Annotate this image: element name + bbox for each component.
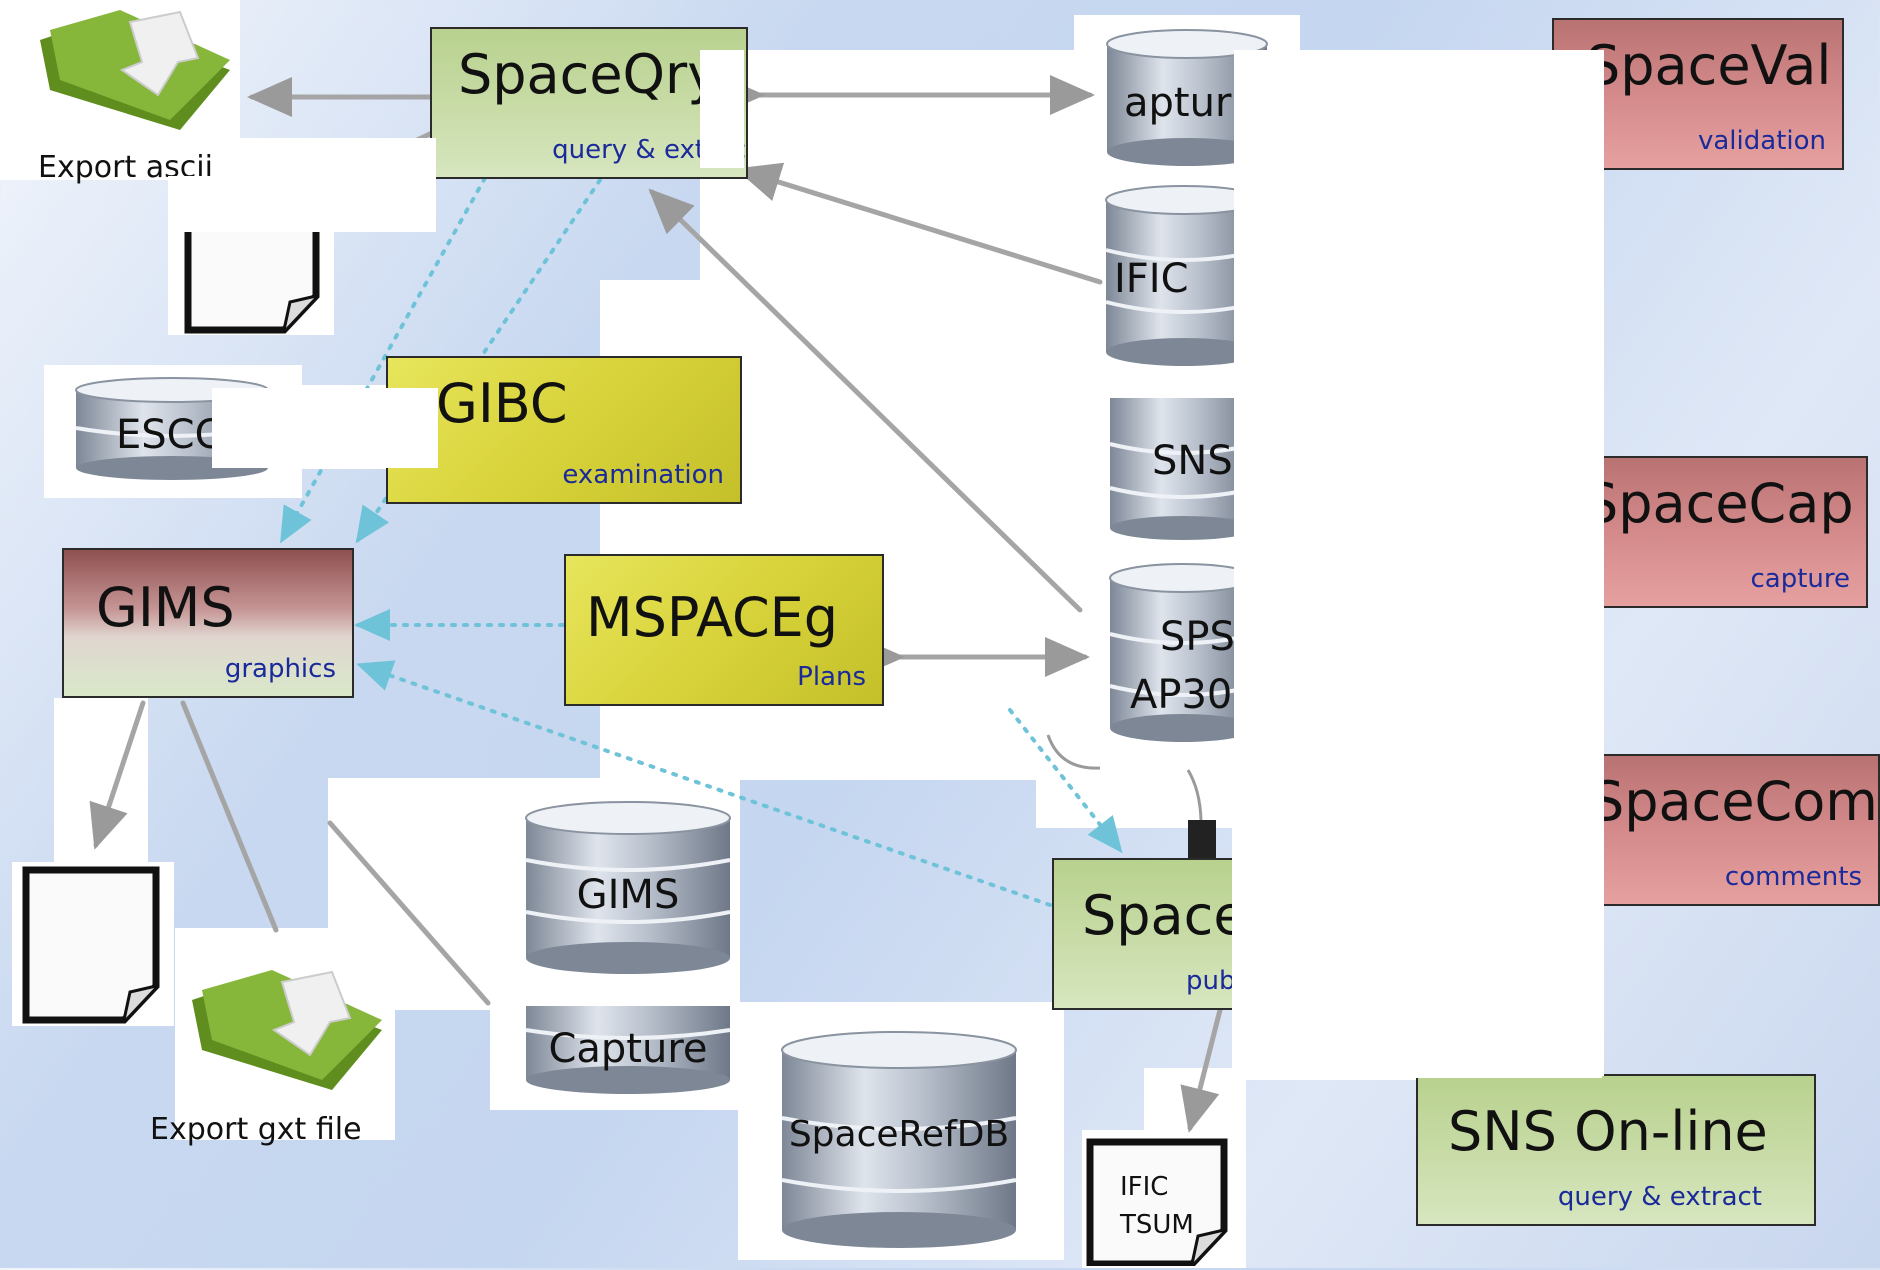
spacecap-subtitle: capture xyxy=(1750,564,1850,594)
database-icon: Capture xyxy=(524,1000,732,1096)
white-patch xyxy=(212,388,438,468)
db-gims-label: GIMS xyxy=(576,872,680,918)
snsonline-box[interactable]: SNS On-line query & extract xyxy=(1416,1074,1816,1226)
db-sns-label: SNS xyxy=(1152,438,1233,484)
arrow-spacepub-tsum xyxy=(1180,1007,1223,1133)
database-icon: GIMS xyxy=(524,800,732,976)
export-gxt-caption: Export gxt file xyxy=(150,1112,362,1147)
spacepub-subtitle: pub xyxy=(1186,966,1236,996)
merge-bar xyxy=(1188,820,1216,858)
gibc-subtitle: examination xyxy=(562,460,724,490)
dotted-arrow-spaceqry-gims xyxy=(280,176,487,544)
db-ific-label: IFIC xyxy=(1114,256,1189,302)
spacecom-title: SpaceCom xyxy=(1590,770,1878,833)
white-patch xyxy=(168,176,322,232)
document-icon xyxy=(1084,1138,1232,1268)
gibc-title: GIBC xyxy=(436,372,568,435)
folder-download-icon xyxy=(182,960,392,1110)
ific-tsum-line2: TSUM xyxy=(1120,1210,1194,1240)
db-capture-top-label: aptur xyxy=(1124,80,1232,126)
spaceval-subtitle: validation xyxy=(1697,126,1826,156)
merge-connector xyxy=(1046,734,1101,770)
ific-tsum-line1: IFIC xyxy=(1120,1172,1169,1202)
merge-connector-2 xyxy=(1186,769,1203,821)
white-patch xyxy=(1234,50,1604,1076)
dotted-arrow-mspaceg-spacepub xyxy=(1008,708,1123,854)
spacecap-title: SpaceCap xyxy=(1584,472,1854,535)
gims-box[interactable]: GIMS graphics xyxy=(62,548,354,698)
mspaceg-title: MSPACEg xyxy=(586,586,839,649)
dotted-arrow-spacepub-gims xyxy=(356,660,1052,907)
arrow-gims-db xyxy=(327,820,491,1006)
spacecom-box[interactable]: SpaceCom comments xyxy=(1578,754,1880,906)
folder-download-icon xyxy=(30,0,240,150)
database-icon: SNS xyxy=(1108,392,1258,542)
spacecap-box[interactable]: SpaceCap capture xyxy=(1552,456,1868,608)
white-patch xyxy=(700,50,744,168)
db-capture-label: Capture xyxy=(548,1026,708,1072)
gims-title: GIMS xyxy=(96,576,235,639)
db-sps-line2: AP30 xyxy=(1130,672,1233,718)
database-icon: SPS AP30 xyxy=(1108,562,1258,748)
snsonline-subtitle: query & extract xyxy=(1557,1182,1762,1212)
arrow-gims-doc xyxy=(89,700,146,850)
arrow-ific-spaceqry xyxy=(735,162,1103,285)
spacepub-title: Space xyxy=(1082,884,1247,947)
db-sps-line1: SPS xyxy=(1160,614,1235,660)
db-escc-label: ESCC xyxy=(116,412,223,458)
arrow-gims-export xyxy=(180,700,279,933)
database-icon: SpaceRefDB xyxy=(780,1030,1018,1252)
gibc-box[interactable]: GIBC examination xyxy=(386,356,742,504)
gims-subtitle: graphics xyxy=(224,654,336,684)
spacecom-subtitle: comments xyxy=(1724,862,1862,892)
snsonline-title: SNS On-line xyxy=(1448,1100,1768,1163)
document-icon xyxy=(20,866,164,1026)
arrow-sps-spaceqry xyxy=(648,188,1083,613)
spaceqry-title: SpaceQry xyxy=(458,43,720,106)
mspaceg-box[interactable]: MSPACEg Plans xyxy=(564,554,884,706)
db-spacerefdb-label: SpaceRefDB xyxy=(788,1114,1010,1155)
spaceval-title: SpaceVal xyxy=(1586,34,1832,97)
mspaceg-subtitle: Plans xyxy=(797,662,866,692)
